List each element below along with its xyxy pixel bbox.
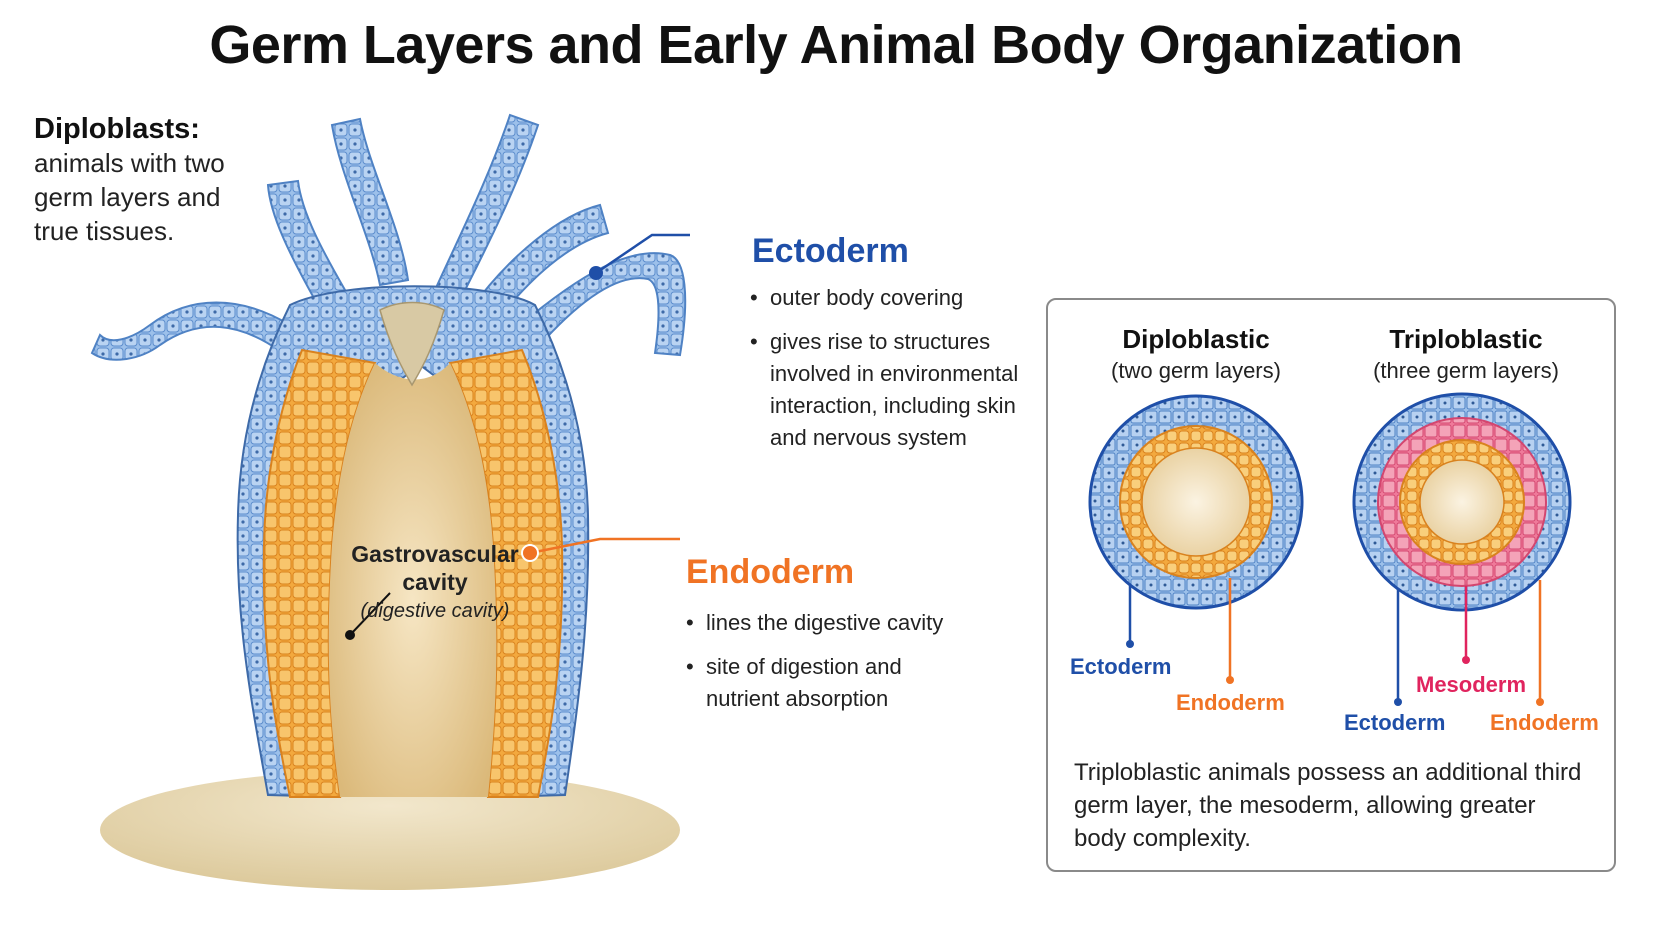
diploblastic-diagram: [1088, 394, 1304, 684]
ectoderm-label: Ectoderm: [752, 232, 909, 270]
ectoderm-bullet: outer body covering: [750, 282, 1040, 314]
diploblastic-subtitle: (two germ layers): [1111, 358, 1281, 383]
diploblastic-cavity: [1141, 447, 1251, 557]
comparison-note: Triploblastic animals possess an additio…: [1074, 759, 1582, 852]
triploblastic-ectoderm-label: Ectoderm: [1344, 710, 1446, 735]
diploblast-line-2: germ layers and: [34, 182, 221, 212]
diploblast-line-1: animals with two: [34, 148, 225, 178]
triploblastic-mesoderm-label: Mesoderm: [1416, 672, 1527, 697]
diploblast-definition: Diploblasts: animals with two germ layer…: [34, 112, 264, 248]
gastrovascular-cavity: [328, 363, 497, 797]
triploblastic-cavity: [1419, 459, 1505, 545]
triploblastic-subtitle: (three germ layers): [1373, 358, 1559, 383]
cavity-leader-line: [349, 592, 391, 636]
leader-dot: [1536, 698, 1544, 706]
diploblastic-endoderm-label: Endoderm: [1176, 690, 1285, 715]
triploblastic-title: Triploblastic: [1389, 324, 1543, 354]
cavity-subtitle: (digestive cavity): [360, 600, 510, 622]
endoderm-bullet: site of digestion and nutrient absorptio…: [686, 651, 956, 715]
ectoderm-leader-line: [595, 233, 690, 275]
leader-dot: [1226, 676, 1234, 684]
endoderm-pointer-dot: [521, 544, 539, 562]
endoderm-bullet: lines the digestive cavity: [686, 607, 956, 639]
hydra-illustration: [90, 113, 690, 890]
cavity-name-line-2: cavity: [402, 569, 468, 595]
diploblast-heading: Diploblasts:: [34, 113, 200, 145]
ectoderm-bullet-list: outer body covering gives rise to struct…: [750, 282, 1040, 466]
ectoderm-bullet: gives rise to structures involved in env…: [750, 326, 1040, 454]
comparison-diagrams: [1088, 392, 1572, 706]
ectoderm-pointer-dot: [589, 266, 603, 280]
diploblastic-ectoderm-label: Ectoderm: [1070, 654, 1172, 679]
page-title: Germ Layers and Early Animal Body Organi…: [209, 15, 1463, 75]
cavity-pointer-dot: [345, 630, 355, 640]
endoderm-label: Endoderm: [686, 553, 855, 591]
endoderm-bullet-list: lines the digestive cavity site of diges…: [686, 607, 956, 727]
cavity-name: Gastrovascular cavity: [340, 540, 530, 596]
triploblastic-diagram: [1352, 392, 1572, 706]
leader-dot: [1394, 698, 1402, 706]
cavity-name-line-1: Gastrovascular: [351, 541, 519, 567]
diploblastic-title: Diploblastic: [1122, 324, 1270, 354]
leader-dot: [1462, 656, 1470, 664]
hypostome: [379, 301, 445, 387]
leader-dot: [1126, 640, 1134, 648]
diploblast-line-3: true tissues.: [34, 216, 175, 246]
sand-mound: [100, 770, 680, 890]
endoderm-leader-line: [529, 537, 680, 555]
triploblastic-endoderm-label: Endoderm: [1490, 710, 1599, 735]
